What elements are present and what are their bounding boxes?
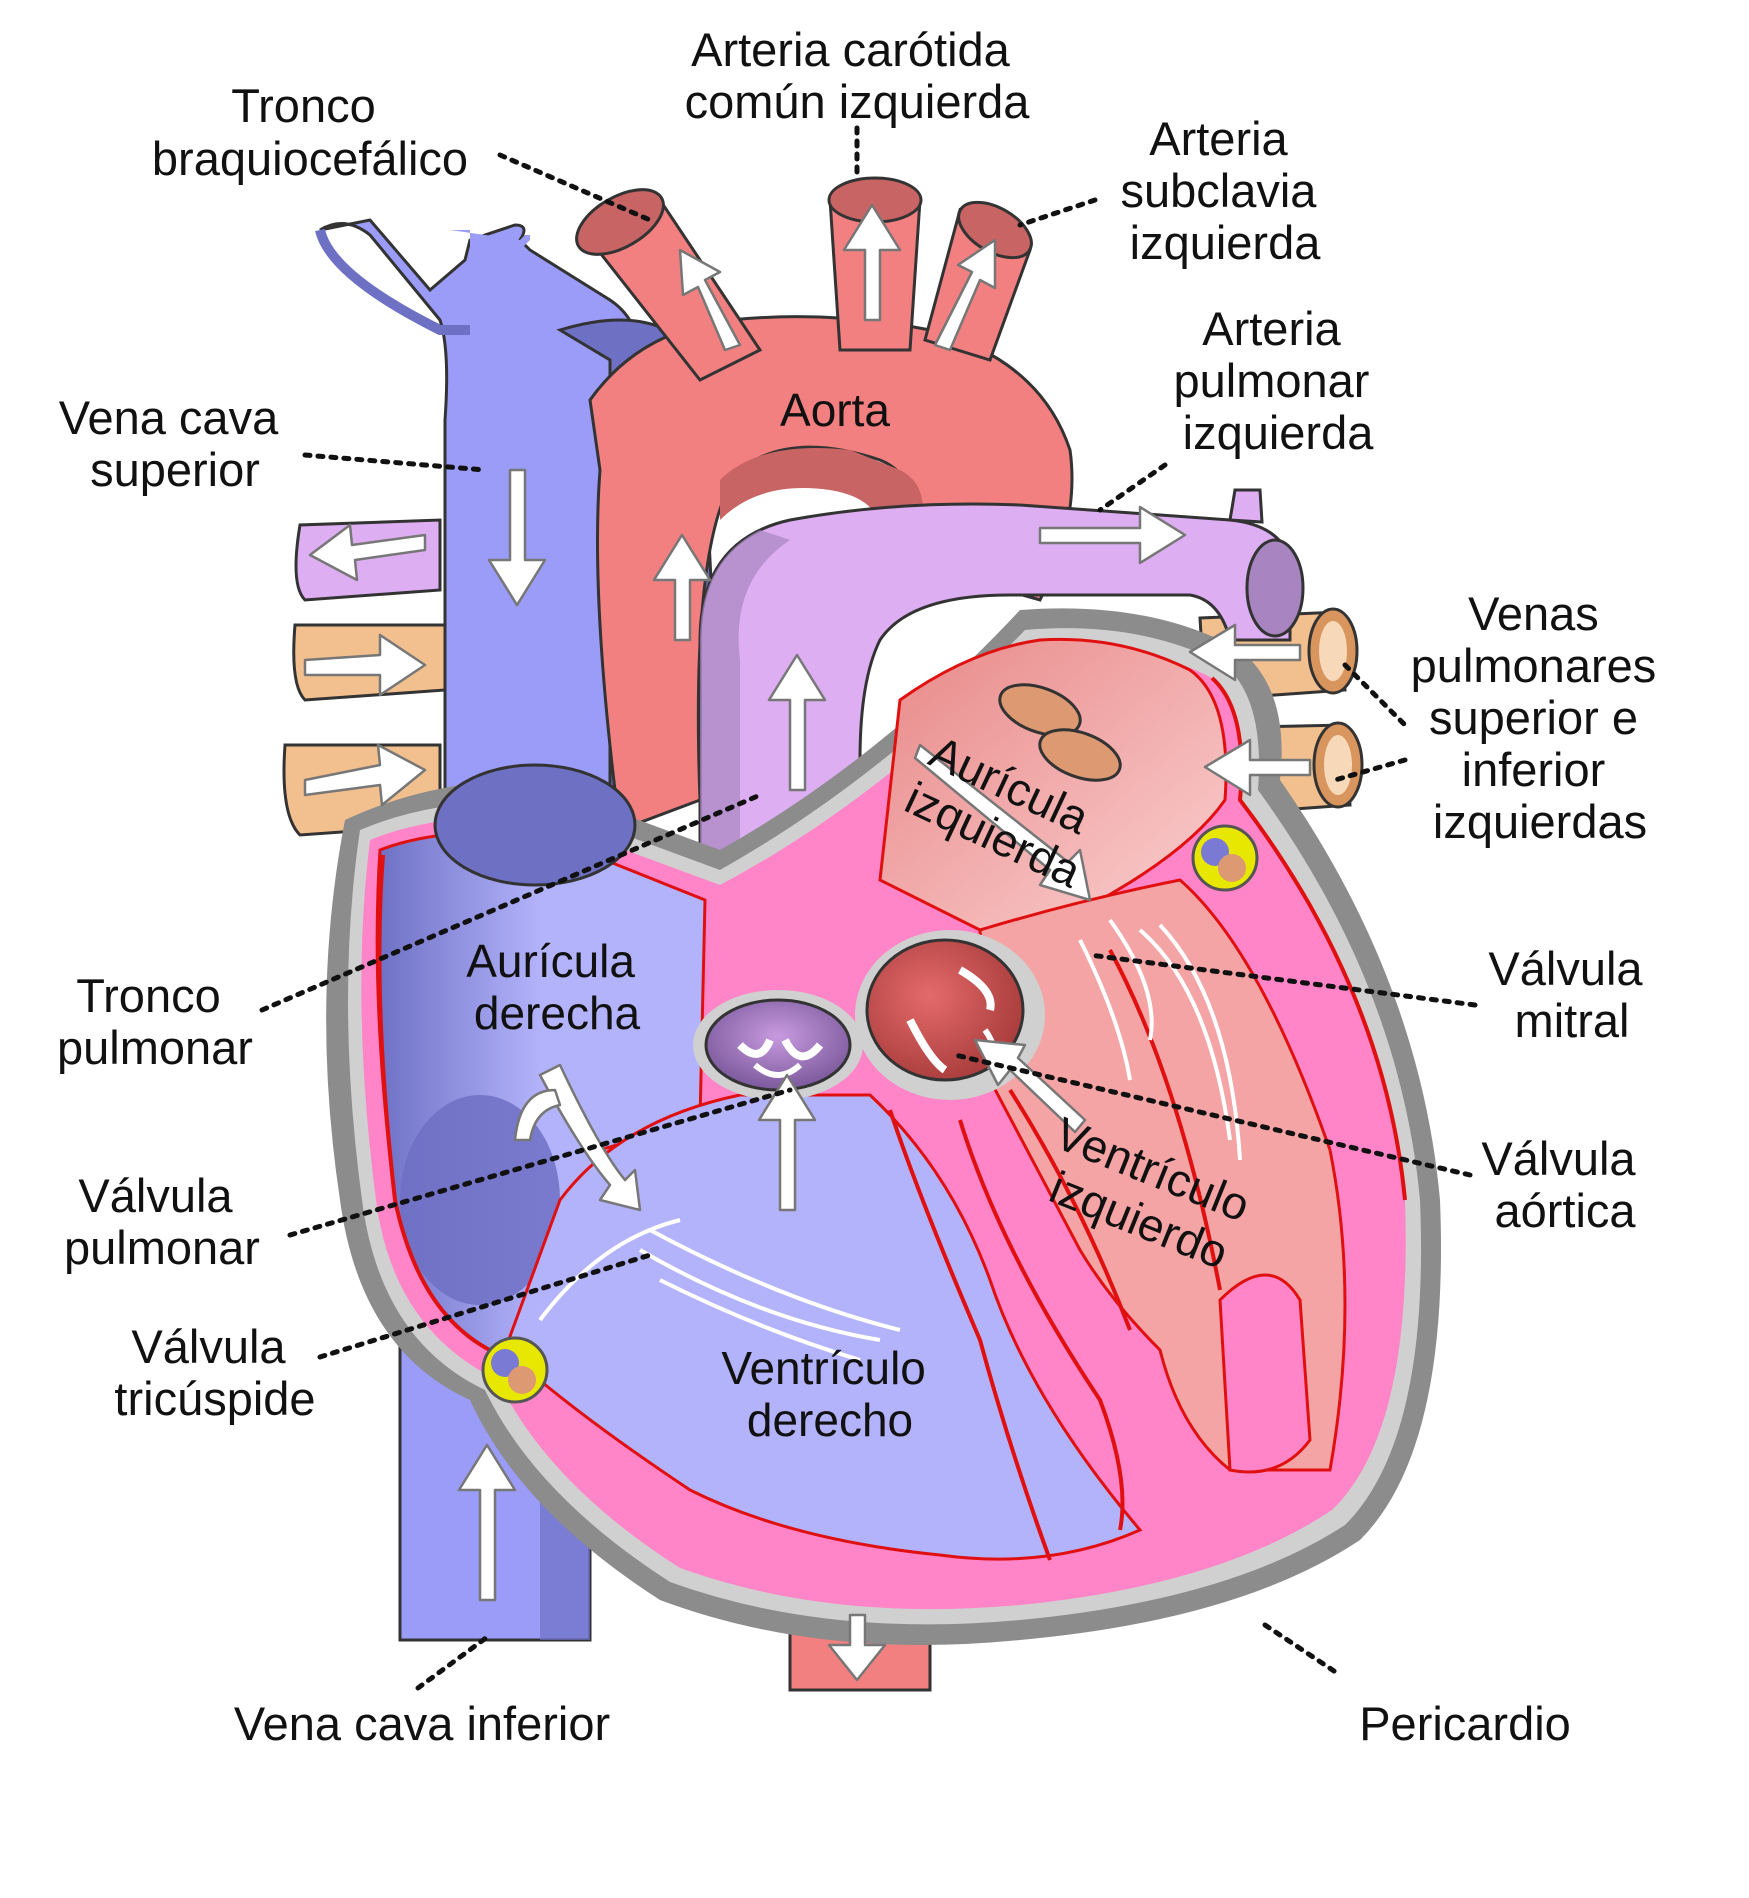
label-aorta: Aorta — [780, 384, 890, 436]
label-pericardium: Pericardio — [1359, 1697, 1571, 1750]
label-left-subclavian: Arteria subclavia izquierda — [1120, 112, 1329, 269]
tricuspid-valve — [481, 1218, 901, 1404]
label-right-ventricle: Ventrículo derecho — [721, 1342, 938, 1446]
label-aortic-valve: Válvula aórtica — [1481, 1132, 1648, 1237]
label-tricuspid-valve: Válvula tricúspide — [114, 1320, 315, 1425]
label-pulmonary-trunk: Tronco pulmonar — [57, 969, 253, 1074]
label-left-common-carotid: Arteria carótida común izquierda — [685, 23, 1031, 128]
heart-body — [326, 608, 1442, 1646]
label-mitral-valve: Válvula mitral — [1488, 942, 1655, 1047]
leader-lines — [259, 125, 1478, 1691]
label-inferior-vena-cava: Vena cava inferior — [234, 1697, 610, 1750]
label-pulmonary-valve: Válvula pulmonar — [64, 1169, 260, 1274]
pulmonary-valve — [693, 990, 863, 1100]
label-brachiocephalic-trunk: Tronco braquiocefálico — [152, 79, 468, 185]
label-left-pulmonary-artery: Arteria pulmonar izquierda — [1173, 302, 1382, 459]
label-right-atrium: Aurícula derecha — [466, 935, 648, 1039]
label-left-pulmonary-veins: Venas pulmonares superior e inferior izq… — [1411, 587, 1670, 848]
label-superior-vena-cava: Vena cava superior — [59, 391, 292, 496]
flow-arrows — [303, 203, 1312, 1682]
